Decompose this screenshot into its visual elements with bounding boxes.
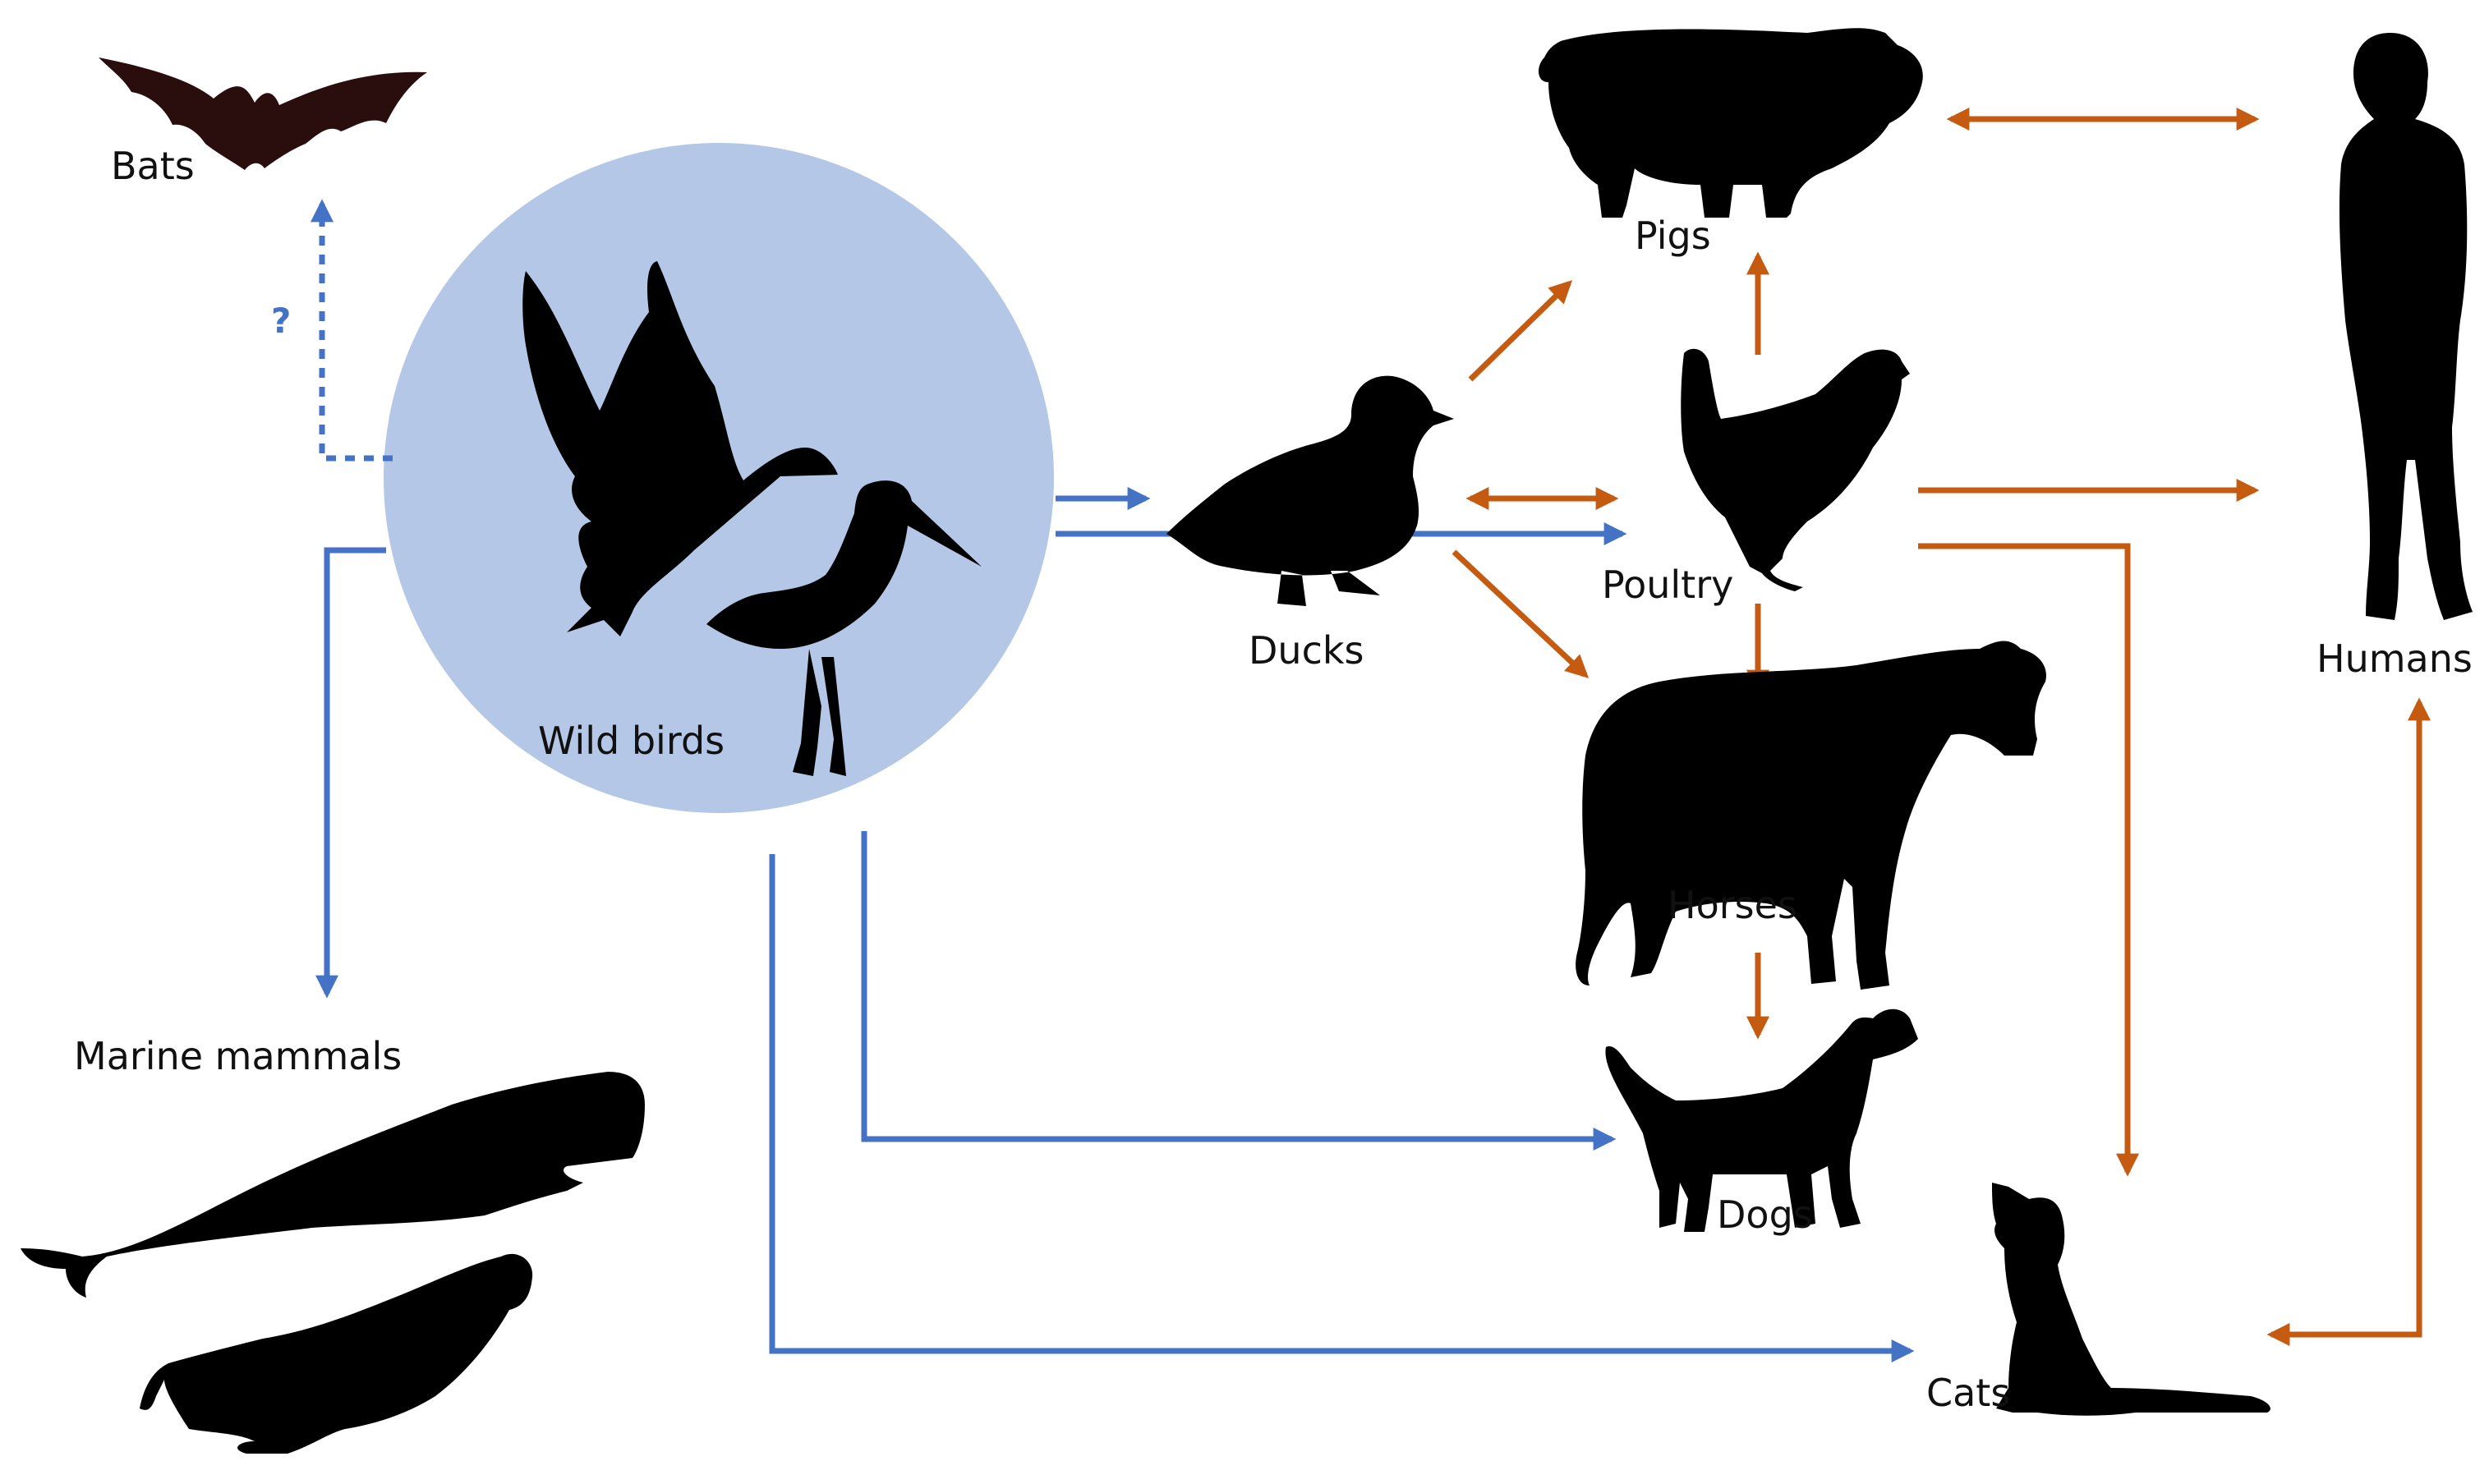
label-dogs: Dogs	[1717, 1192, 1813, 1237]
arrow-ducks-pigs	[1468, 280, 1573, 382]
duck-icon	[1166, 375, 1454, 606]
label-poultry: Poultry	[1602, 563, 1733, 607]
pig-icon	[1539, 28, 1923, 218]
arrow-wildbirds-dogs	[861, 831, 1617, 1151]
arrow-wildbirds-bats	[311, 199, 393, 462]
arrow-ducks-horses	[1452, 549, 1590, 678]
label-horses: Horses	[1668, 883, 1797, 927]
label-wild-birds: Wild birds	[538, 719, 725, 763]
wader-bird-icon	[706, 480, 982, 776]
label-cats: Cats	[1926, 1371, 2010, 1415]
arrow-poultry-cats	[1918, 543, 2139, 1177]
seal-icon	[140, 1253, 533, 1454]
label-marine-mammals: Marine mammals	[74, 1034, 402, 1078]
horse-icon	[1576, 641, 2046, 990]
dog-icon	[1605, 1008, 1918, 1232]
arrow-wildbirds-cats	[769, 854, 1915, 1362]
label-ducks: Ducks	[1249, 628, 1364, 673]
chicken-icon	[1681, 348, 1910, 591]
label-bats: Bats	[111, 144, 195, 188]
label-humans: Humans	[2316, 636, 2473, 681]
domestic-transmission-arrows	[1452, 108, 2431, 1346]
cat-icon	[1992, 1183, 2270, 1416]
flying-bird-icon	[522, 261, 838, 636]
arrow-wildbirds-marine-mammals	[315, 547, 386, 999]
uncertain-question-mark: ?	[271, 301, 291, 341]
human-icon	[2339, 33, 2473, 620]
label-pigs: Pigs	[1635, 214, 1711, 258]
arrow-cats-humans	[2266, 697, 2431, 1346]
sperm-whale-icon	[21, 1072, 645, 1298]
bat-icon	[99, 57, 427, 170]
